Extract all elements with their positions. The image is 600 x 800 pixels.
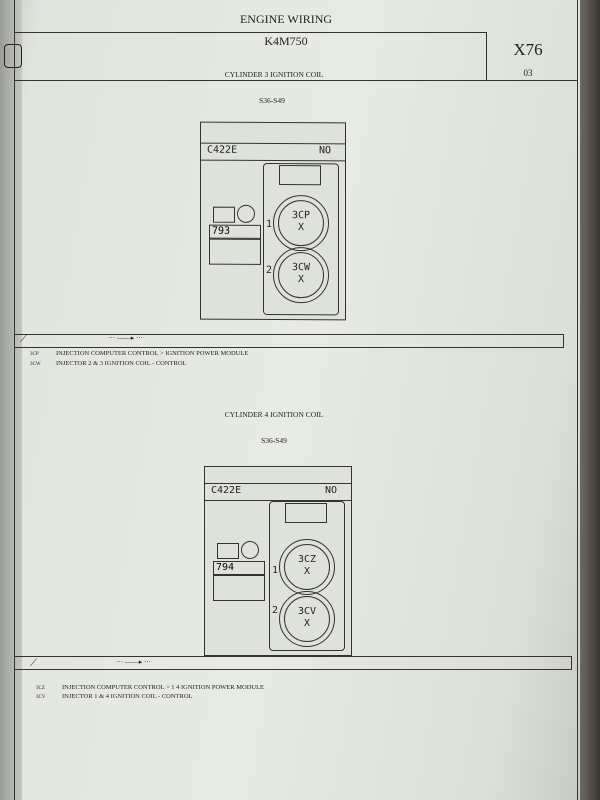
wire-description: INJECTOR 1 & 4 IGNITION COIL - CONTROL [62, 693, 193, 700]
pin-2-value: X [303, 618, 311, 629]
section2-ref: S36-S49 [261, 436, 287, 445]
connector-number: 793 [209, 224, 261, 239]
pin-2-number: 2 [266, 264, 273, 276]
section1-ref: S36-S49 [259, 96, 285, 105]
pin-1-number: 1 [272, 565, 279, 576]
wire-icon: ⟋ [30, 658, 37, 669]
wire-icon: ⟋ [20, 334, 27, 345]
direction-arrow: ··· ——▸ ··· [108, 334, 143, 342]
wire-row: 3CZ INJECTION COMPUTER CONTROL > 1 4 IGNI… [36, 684, 264, 691]
pin-2-code: 3CW [291, 262, 311, 274]
header-bottom-line [14, 80, 576, 81]
connector-number: 794 [213, 561, 265, 575]
connector-status: NO [318, 145, 331, 157]
pin-2-value: X [297, 274, 305, 286]
key-square [213, 206, 235, 223]
connector-name: C422E [207, 144, 238, 156]
section2-title: CYLINDER 4 IGNITION COIL [224, 410, 324, 419]
pin-2-code: 3CV [297, 606, 317, 617]
left-page-edge [0, 0, 22, 800]
binder-tab-icon [4, 44, 22, 68]
page-frame [14, 0, 578, 800]
wire-code: 3CZ [36, 686, 45, 691]
wire-description: INJECTOR 2 & 3 IGNITION COIL - CONTROL [56, 360, 187, 367]
pin-1-value: X [303, 566, 311, 577]
wire-row: 3CP INJECTION COMPUTER CONTROL > IGNITION… [30, 350, 248, 357]
pin-1-value: X [297, 222, 305, 234]
key-circle [241, 541, 259, 559]
pin-1-code: 3CZ [297, 554, 317, 565]
connector-header: C422E NO [205, 483, 351, 501]
connector-status: NO [324, 485, 337, 496]
wire-code: 3CV [36, 695, 46, 700]
locking-tab [279, 165, 321, 186]
wire-table-header [14, 334, 564, 348]
header-title: ENGINE WIRING [239, 12, 333, 26]
pin-housing [269, 501, 345, 651]
direction-arrow: ··· ——▸ ··· [116, 658, 151, 666]
header-model: K4M750 [264, 34, 308, 48]
header-code: X76 [513, 40, 543, 59]
locking-tab [285, 503, 327, 523]
pin-1-code: 3CP [291, 210, 311, 222]
key-square [217, 543, 239, 559]
header-divider [14, 32, 486, 33]
wire-table-header [14, 656, 572, 670]
header-page: 03 [523, 68, 533, 78]
wire-code: 3CP [30, 352, 39, 357]
label-box [213, 575, 265, 601]
background-edge [580, 0, 600, 800]
wire-code: 3CW [30, 362, 41, 367]
wire-row: 3CW INJECTOR 2 & 3 IGNITION COIL - CONTRO… [30, 360, 187, 367]
section1-title: CYLINDER 3 IGNITION COIL [224, 70, 324, 79]
wire-description: INJECTION COMPUTER CONTROL > 1 4 IGNITIO… [62, 684, 265, 691]
connector-name: C422E [211, 485, 242, 496]
key-circle [237, 204, 255, 223]
pin-2-number: 2 [272, 605, 279, 616]
wire-description: INJECTION COMPUTER CONTROL > IGNITION PO… [56, 350, 249, 357]
wire-row: 3CV INJECTOR 1 & 4 IGNITION COIL - CONTRO… [36, 693, 193, 700]
label-box [209, 238, 261, 265]
connector-header: C422E NO [201, 142, 345, 162]
pin-1-number: 1 [266, 218, 273, 230]
